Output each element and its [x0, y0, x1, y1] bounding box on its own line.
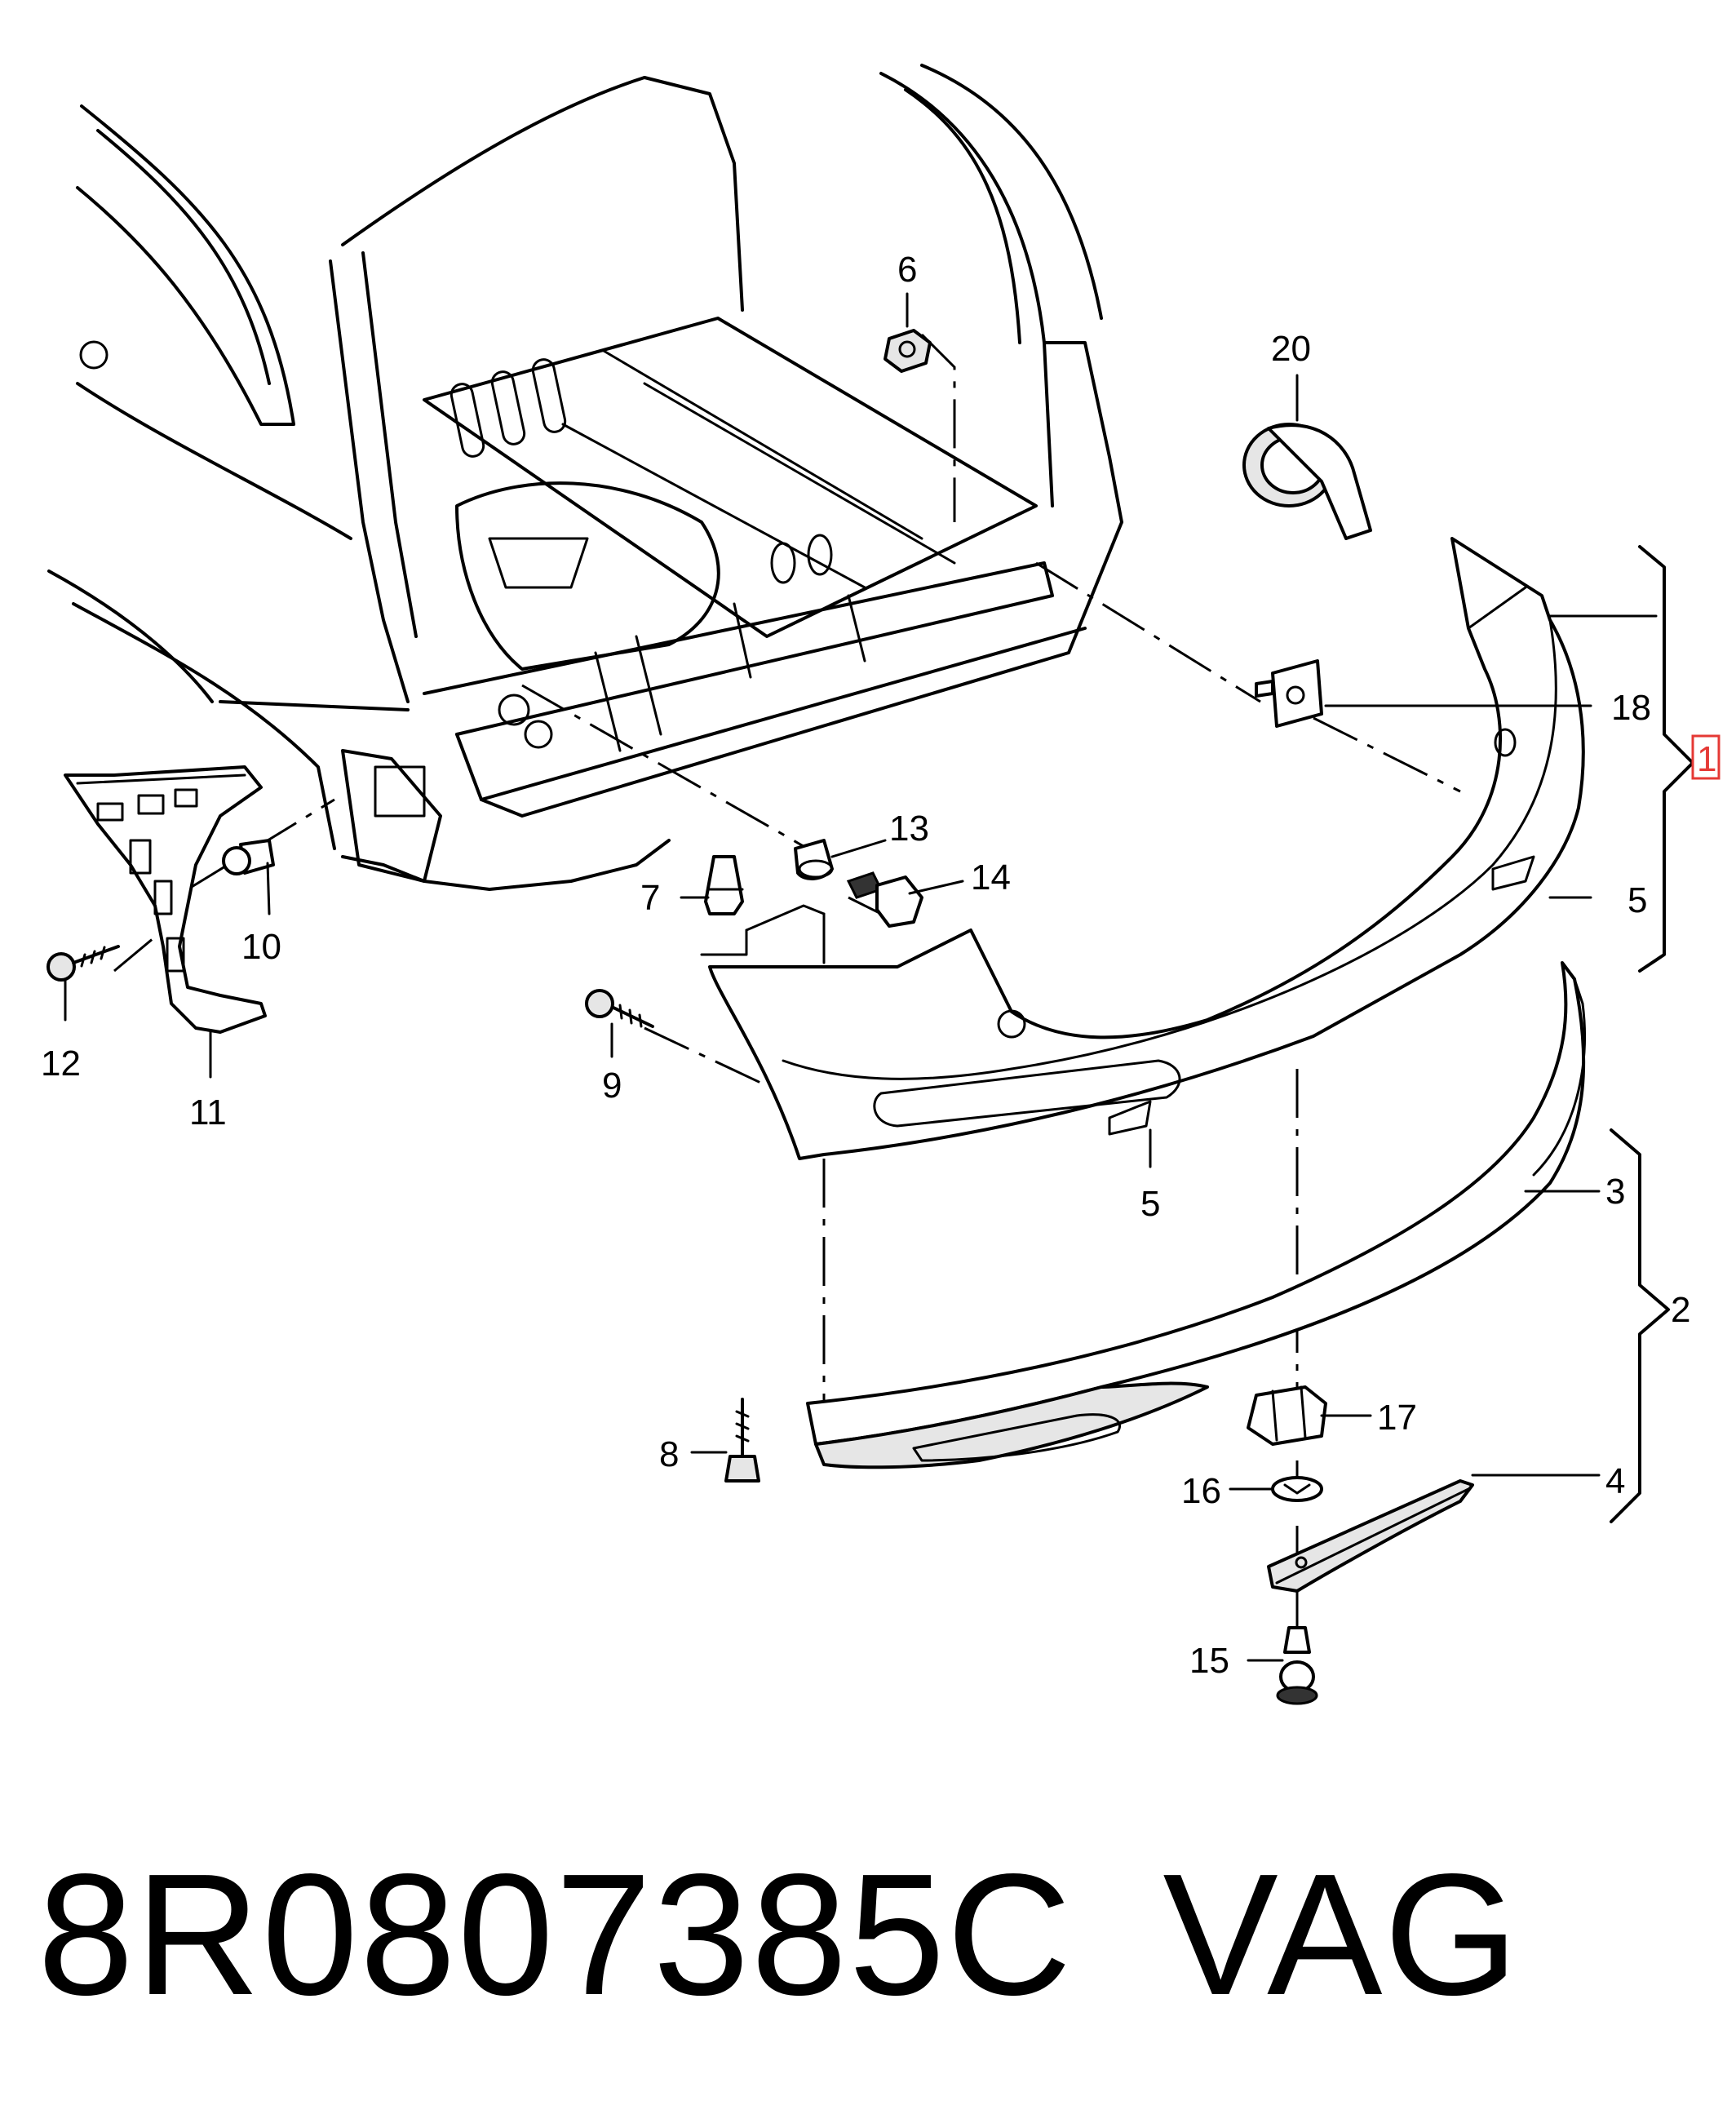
trim-strip	[1267, 1479, 1474, 1593]
callout-1: 1	[1697, 739, 1716, 779]
bumper-cover	[708, 537, 1585, 1160]
callout-10: 10	[241, 927, 281, 967]
assembly-lines	[113, 333, 1461, 1632]
callout-14: 14	[971, 858, 1011, 898]
rear-diffuser	[806, 961, 1586, 1469]
callout-3: 3	[1605, 1172, 1625, 1212]
callout-17: 17	[1377, 1398, 1417, 1438]
callout-18: 18	[1611, 688, 1651, 728]
callout-4: 4	[1605, 1461, 1625, 1501]
rear-bumper-exploded-diagram: 1 2 3 4 5 5 6 7 8 9 10 11 12 13 14 15 16…	[41, 64, 1720, 1705]
car-body-rear	[47, 64, 1123, 891]
callout-11: 11	[189, 1093, 227, 1132]
callout-1-highlight	[1691, 734, 1720, 780]
callout-7: 7	[640, 878, 660, 918]
callout-9: 9	[602, 1066, 622, 1106]
fasteners	[46, 329, 1372, 1705]
side-bracket	[64, 765, 267, 1034]
brand-name: VAG	[1162, 1837, 1521, 2031]
callout-16: 16	[1181, 1471, 1221, 1511]
callout-5-upper: 5	[1628, 880, 1647, 920]
callout-8: 8	[659, 1434, 679, 1474]
callout-6: 6	[897, 250, 917, 290]
callout-2: 2	[1671, 1290, 1690, 1330]
callout-labels: 1 2 3 4 5 5 6 7 8 9 10 11 12 13 14 15 16…	[41, 250, 1720, 1681]
callout-12: 12	[41, 1044, 81, 1084]
callout-15: 15	[1189, 1641, 1229, 1681]
callout-5-lower: 5	[1140, 1184, 1160, 1224]
callout-20: 20	[1271, 329, 1311, 369]
part-number: 8R0807385C	[38, 1837, 1074, 2031]
leader-lines	[64, 292, 1694, 1662]
callout-13: 13	[889, 809, 929, 849]
